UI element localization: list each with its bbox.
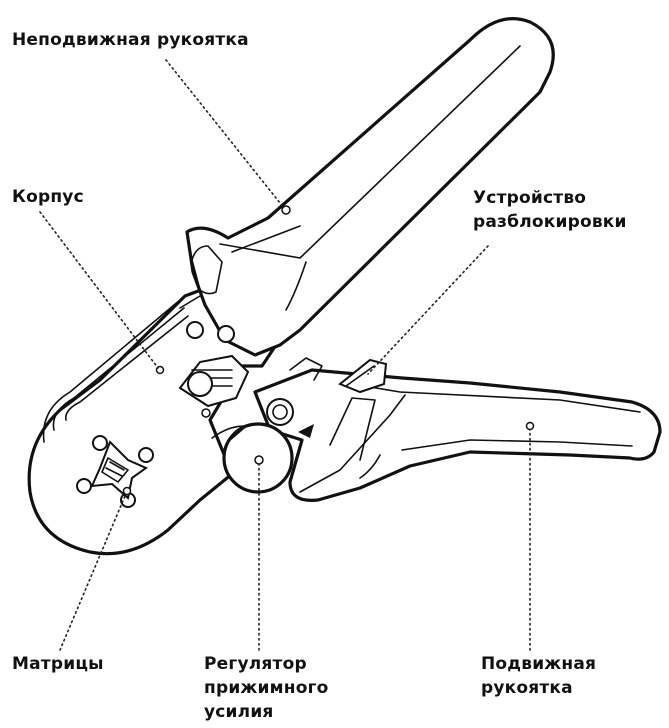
leader-fixed-handle [166,60,284,208]
label-dies: Матрицы [12,652,104,676]
movable-handle [255,370,660,500]
label-regulator-line2: прижимного [204,676,329,700]
label-regulator-line1: Регулятор [204,652,329,676]
label-unlock-device: Устройство разблокировки [473,186,627,234]
label-force-regulator: Регулятор прижимного усилия [204,652,329,724]
label-movable-line1: Подвижная [481,652,596,676]
label-fixed-handle: Неподвижная рукоятка [12,28,249,52]
label-movable-line2: рукоятка [481,676,596,700]
leader-unlock [368,246,488,374]
label-body: Корпус [12,185,84,209]
label-movable-handle: Подвижная рукоятка [481,652,596,700]
label-body-text: Корпус [12,185,84,209]
label-unlock-line1: Устройство [473,186,627,210]
label-fixed-handle-text: Неподвижная рукоятка [12,28,249,52]
label-unlock-line2: разблокировки [473,210,627,234]
label-regulator-line3: усилия [204,700,329,724]
leader-body [40,212,158,368]
label-dies-text: Матрицы [12,652,104,676]
